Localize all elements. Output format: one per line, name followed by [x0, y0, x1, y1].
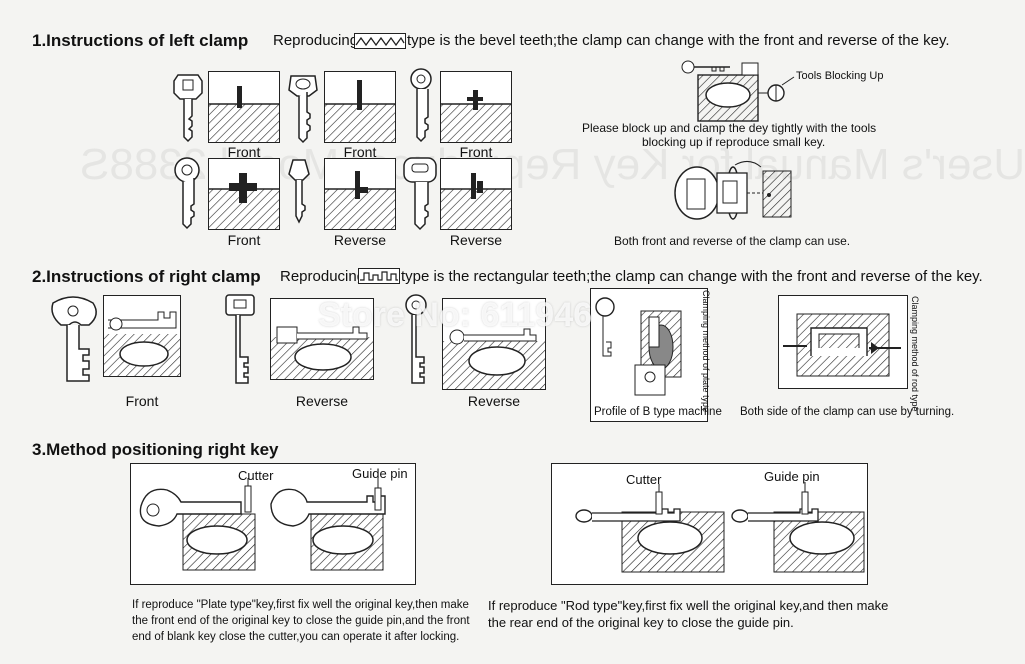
block-note-line1: Please block up and clamp the dey tightl… — [582, 121, 877, 135]
plate-type-position-diagram — [130, 463, 416, 585]
clamp-diagram-front-4 — [208, 158, 280, 230]
tools-blocking-label: Tools Blocking Up — [796, 70, 884, 82]
left-guide-pin-label: Guide pin — [352, 466, 408, 481]
profile-b-type-diagram — [590, 288, 708, 422]
caption-reverse-2: Reverse — [449, 232, 503, 248]
caption-right-front: Front — [125, 393, 159, 409]
key-icon — [173, 74, 203, 143]
key-icon — [51, 296, 97, 382]
key-icon — [174, 157, 200, 230]
rod-type-note-line1: If reproduce "Rod type"key,first fix wel… — [488, 598, 889, 613]
profile-b-type-caption: Profile of B type machine — [594, 406, 722, 418]
section1-title: 1.Instructions of left clamp — [32, 31, 249, 50]
right-clamp-reverse-1 — [270, 298, 374, 380]
section2-desc-post: type is the rectangular teeth;the clamp … — [401, 268, 983, 285]
left-cutter-label: Cutter — [238, 468, 274, 483]
key-icon — [403, 157, 437, 231]
tools-blocking-diagram — [681, 60, 795, 122]
key-icon — [288, 75, 318, 144]
key-icon — [225, 294, 255, 384]
key-icon — [410, 68, 432, 143]
caption-front-1: Front — [227, 144, 261, 160]
clamp-rotation-diagram — [674, 161, 792, 220]
section1-desc-pre: Reproducing — [273, 32, 359, 49]
key-icon — [405, 294, 427, 384]
caption-right-reverse-1: Reverse — [295, 393, 349, 409]
right-clamp-front — [103, 295, 181, 377]
both-front-reverse-note: Both front and reverse of the clamp can … — [614, 234, 851, 248]
section2-title: 2.Instructions of right clamp — [32, 267, 261, 286]
clamp-diagram-reverse-1 — [324, 158, 396, 230]
plate-type-note-line2: the front end of the original key to clo… — [132, 615, 470, 627]
key-icon — [288, 159, 310, 224]
section3-title: 3.Method positioning right key — [32, 440, 279, 459]
caption-front-2: Front — [343, 144, 377, 160]
caption-front-4: Front — [227, 232, 261, 248]
caption-reverse-1: Reverse — [333, 232, 387, 248]
both-side-caption: Both side of the clamp can use by turnin… — [740, 406, 955, 418]
right-cutter-label: Cutter — [626, 472, 662, 487]
rod-type-clamp-diagram — [778, 295, 908, 389]
section1-desc-post: type is the bevel teeth;the clamp can ch… — [407, 32, 950, 49]
right-clamp-reverse-2 — [442, 298, 546, 390]
right-guide-pin-label: Guide pin — [764, 469, 820, 484]
caption-right-reverse-2: Reverse — [467, 393, 521, 409]
rod-type-note-line2: the rear end of the original key to clos… — [488, 615, 794, 630]
rod-type-position-diagram — [551, 463, 868, 585]
block-note-line2: blocking up if reproduce small key. — [642, 135, 826, 149]
plate-type-note-line3: end of blank key close the cutter,you ca… — [132, 631, 460, 643]
clamp-diagram-front-2 — [324, 71, 396, 143]
caption-front-3: Front — [459, 144, 493, 160]
clamp-diagram-front-3 — [440, 71, 512, 143]
vertical-label-rod-type: Clamping method of rod type — [910, 296, 920, 412]
vertical-label-plate-type: Clamping method of plate type — [701, 290, 711, 413]
plate-type-note-line1: If reproduce "Plate type"key,first fix w… — [132, 599, 469, 611]
bevel-teeth-icon — [354, 33, 406, 49]
rectangular-teeth-icon — [358, 268, 400, 284]
clamp-diagram-front-1 — [208, 71, 280, 143]
section2-desc-pre: Reproducing — [280, 268, 366, 285]
clamp-diagram-reverse-2 — [440, 158, 512, 230]
store-watermark: Store No: 611946 — [318, 296, 593, 334]
